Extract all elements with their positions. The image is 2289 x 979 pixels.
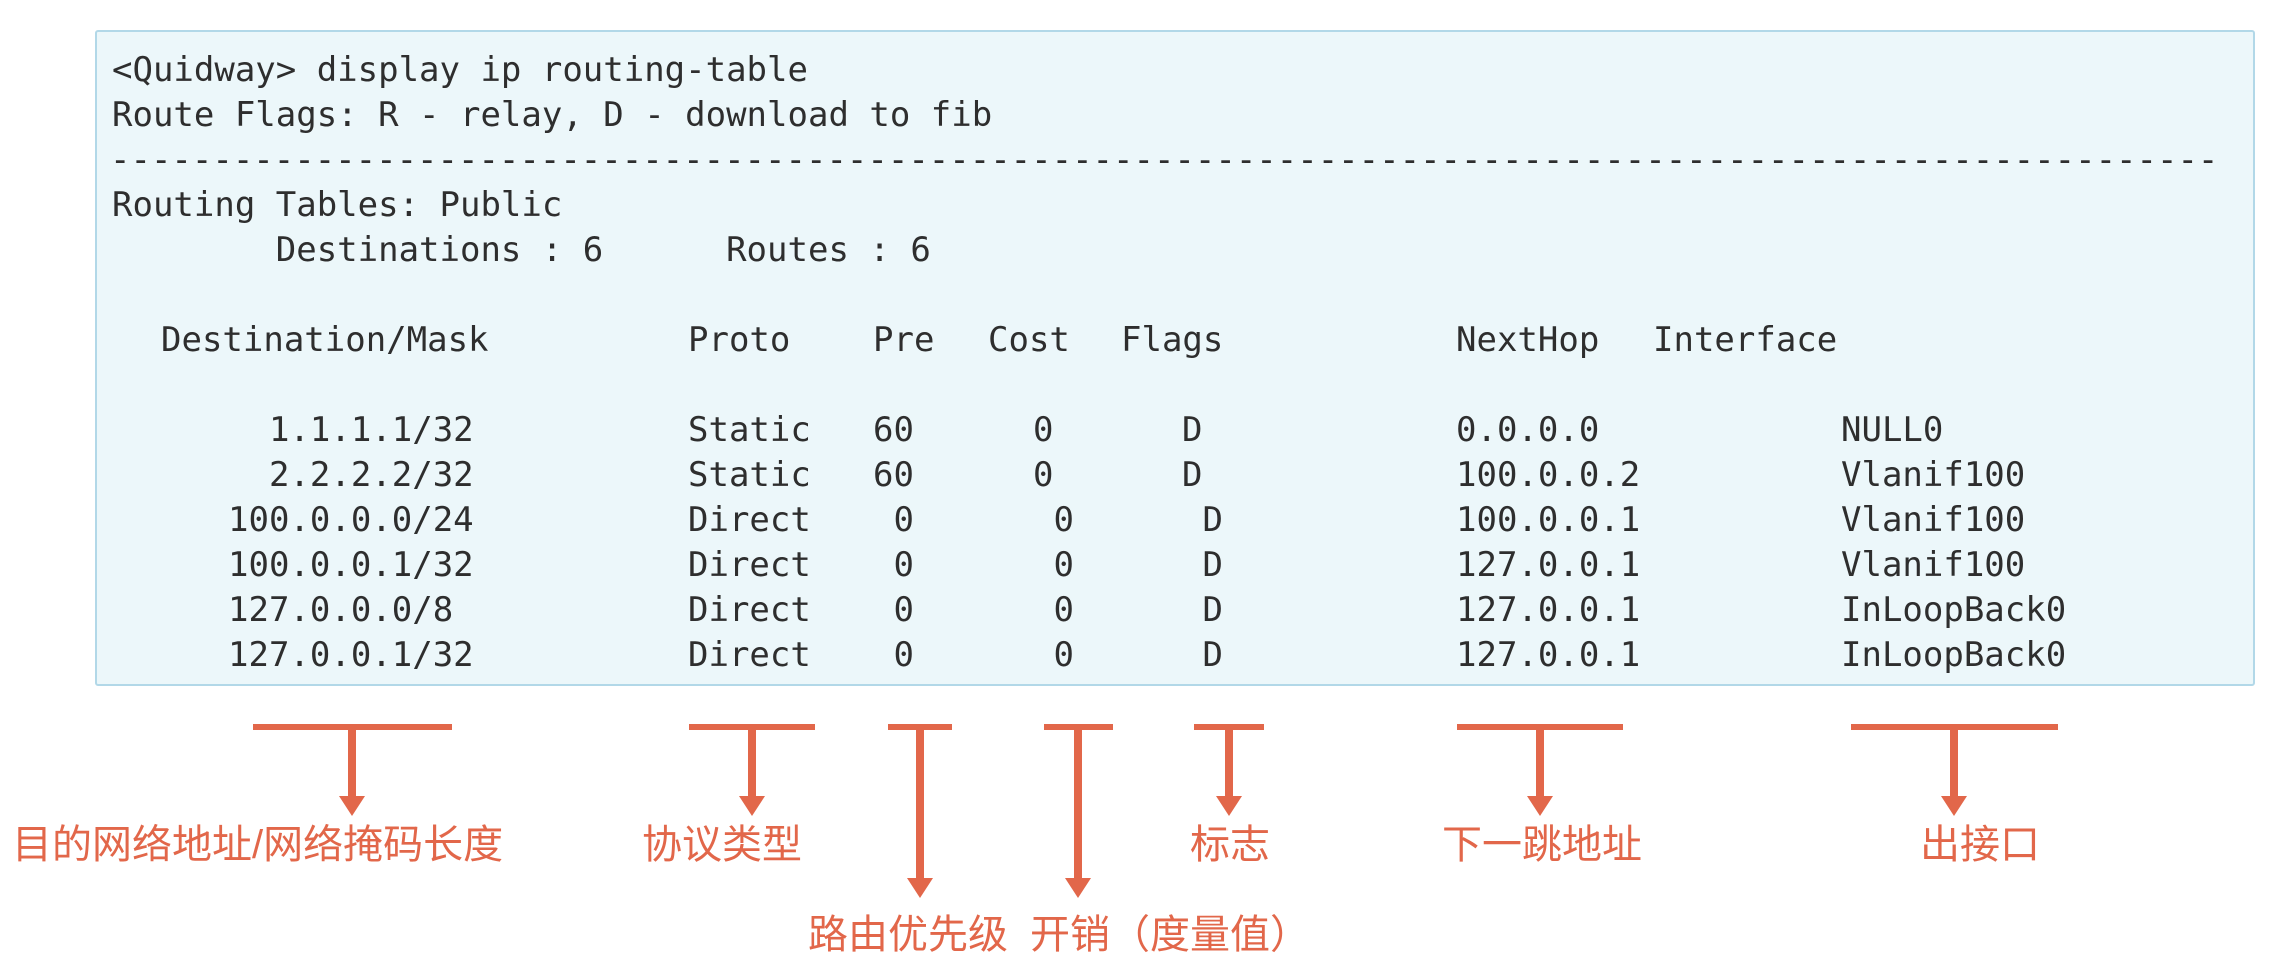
- annotation-label: 标志: [1190, 823, 1270, 867]
- cell-flags: D: [1182, 455, 1203, 495]
- annotation-arrow-stem: [1536, 730, 1544, 796]
- cell-interface: Vlanif100: [1841, 455, 2026, 495]
- cell-interface: InLoopBack0: [1841, 635, 2067, 675]
- cell-cost: 0: [1033, 410, 1054, 450]
- cell-cost: 0: [1033, 635, 1074, 675]
- route-row: 127.0.0.0/8 Direct 0 0 D 127.0.0.1 InLoo…: [0, 588, 2289, 633]
- cell-destination: 1.1.1.1/32: [228, 410, 474, 450]
- annotation-arrow-stem: [1074, 730, 1082, 878]
- annotation-tick-bar: [1457, 724, 1623, 730]
- cell-interface: Vlanif100: [1841, 545, 2026, 585]
- annotation-arrow-stem: [348, 730, 356, 796]
- route-summary-line: Destinations : 6 Routes : 6: [0, 228, 2289, 273]
- annotation-tick-bar: [689, 724, 815, 730]
- down-arrow-icon: [739, 796, 765, 816]
- down-arrow-icon: [1065, 878, 1091, 898]
- down-arrow-icon: [1527, 796, 1553, 816]
- route-row: 100.0.0.0/24 Direct 0 0 D 100.0.0.1 Vlan…: [0, 498, 2289, 543]
- cell-interface: InLoopBack0: [1841, 590, 2067, 630]
- cell-proto: Direct: [688, 545, 811, 585]
- down-arrow-icon: [339, 796, 365, 816]
- cell-nexthop: 127.0.0.1: [1456, 545, 1641, 585]
- header-destination-mask: Destination/Mask: [161, 320, 489, 360]
- annotation-tick-bar: [1194, 724, 1264, 730]
- header-cost: Cost: [988, 320, 1070, 360]
- routing-tables-text: Routing Tables: Public: [112, 185, 563, 225]
- cell-flags: D: [1182, 500, 1223, 540]
- header-flags: Flags: [1121, 320, 1224, 360]
- cell-cost: 0: [1033, 500, 1074, 540]
- terminal-output-panel: [95, 30, 2255, 686]
- cell-proto: Direct: [688, 590, 811, 630]
- header-pre: Pre: [873, 320, 935, 360]
- annotation-label: 协议类型: [642, 823, 802, 867]
- cell-proto: Direct: [688, 635, 811, 675]
- annotation-tick-bar: [253, 724, 452, 730]
- cell-pre: 0: [873, 500, 914, 540]
- annotation-label: 开销（度量值）: [1030, 913, 1310, 957]
- routing-tables-line: Routing Tables: Public: [0, 183, 2289, 228]
- cell-proto: Static: [688, 410, 811, 450]
- cell-destination: 100.0.0.1/32: [228, 545, 474, 585]
- cell-pre: 0: [873, 590, 914, 630]
- cell-proto: Static: [688, 455, 811, 495]
- cell-nexthop: 100.0.0.1: [1456, 500, 1641, 540]
- down-arrow-icon: [1216, 796, 1242, 816]
- annotation-arrow-stem: [1950, 730, 1958, 796]
- cell-interface: NULL0: [1841, 410, 1944, 450]
- annotation-arrow-stem: [748, 730, 756, 796]
- annotation-label: 下一跳地址: [1442, 823, 1642, 867]
- console-command-line: <Quidway> display ip routing-table: [0, 48, 2289, 93]
- annotation-tick-bar: [1044, 724, 1113, 730]
- cell-flags: D: [1182, 590, 1223, 630]
- annotation-label: 出接口: [1920, 823, 2040, 867]
- header-nexthop: NextHop: [1456, 320, 1600, 360]
- annotation-label: 目的网络地址/网络掩码长度: [12, 823, 504, 867]
- separator-line: ----------------------------------------…: [0, 138, 2289, 183]
- cell-cost: 0: [1033, 455, 1054, 495]
- route-flags-line: Route Flags: R - relay, D - download to …: [0, 93, 2289, 138]
- cell-proto: Direct: [688, 500, 811, 540]
- route-row: 127.0.0.1/32 Direct 0 0 D 127.0.0.1 InLo…: [0, 633, 2289, 678]
- down-arrow-icon: [1941, 796, 1967, 816]
- annotation-arrow-stem: [1225, 730, 1233, 796]
- cell-nexthop: 127.0.0.1: [1456, 635, 1641, 675]
- cell-destination: 2.2.2.2/32: [228, 455, 474, 495]
- annotation-label: 路由优先级: [808, 913, 1008, 957]
- route-flags-text: Route Flags: R - relay, D - download to …: [112, 95, 993, 135]
- cell-pre: 60: [873, 410, 914, 450]
- route-row: 1.1.1.1/32 Static 60 0 D 0.0.0.0 NULL0: [0, 408, 2289, 453]
- cell-interface: Vlanif100: [1841, 500, 2026, 540]
- cell-pre: 60: [873, 455, 914, 495]
- header-interface: Interface: [1653, 320, 1838, 360]
- cell-nexthop: 100.0.0.2: [1456, 455, 1641, 495]
- route-row: 2.2.2.2/32 Static 60 0 D 100.0.0.2 Vlani…: [0, 453, 2289, 498]
- cell-destination: 100.0.0.0/24: [228, 500, 474, 540]
- cell-destination: 127.0.0.1/32: [228, 635, 474, 675]
- separator-dashes: ----------------------------------------…: [110, 140, 2219, 180]
- cell-flags: D: [1182, 410, 1203, 450]
- annotation-tick-bar: [888, 724, 952, 730]
- route-row: 100.0.0.1/32 Direct 0 0 D 127.0.0.1 Vlan…: [0, 543, 2289, 588]
- cell-nexthop: 0.0.0.0: [1456, 410, 1600, 450]
- annotation-tick-bar: [1851, 724, 2058, 730]
- cell-nexthop: 127.0.0.1: [1456, 590, 1641, 630]
- command-text: <Quidway> display ip routing-table: [112, 50, 808, 90]
- cell-cost: 0: [1033, 545, 1074, 585]
- down-arrow-icon: [907, 878, 933, 898]
- annotation-arrow-stem: [916, 730, 924, 878]
- header-proto: Proto: [688, 320, 791, 360]
- cell-pre: 0: [873, 545, 914, 585]
- table-header-row: Destination/Mask Proto Pre Cost Flags Ne…: [0, 318, 2289, 363]
- cell-flags: D: [1182, 545, 1223, 585]
- cell-flags: D: [1182, 635, 1223, 675]
- cell-destination: 127.0.0.0/8: [228, 590, 454, 630]
- cell-cost: 0: [1033, 590, 1074, 630]
- cell-pre: 0: [873, 635, 914, 675]
- summary-text: Destinations : 6 Routes : 6: [112, 230, 931, 270]
